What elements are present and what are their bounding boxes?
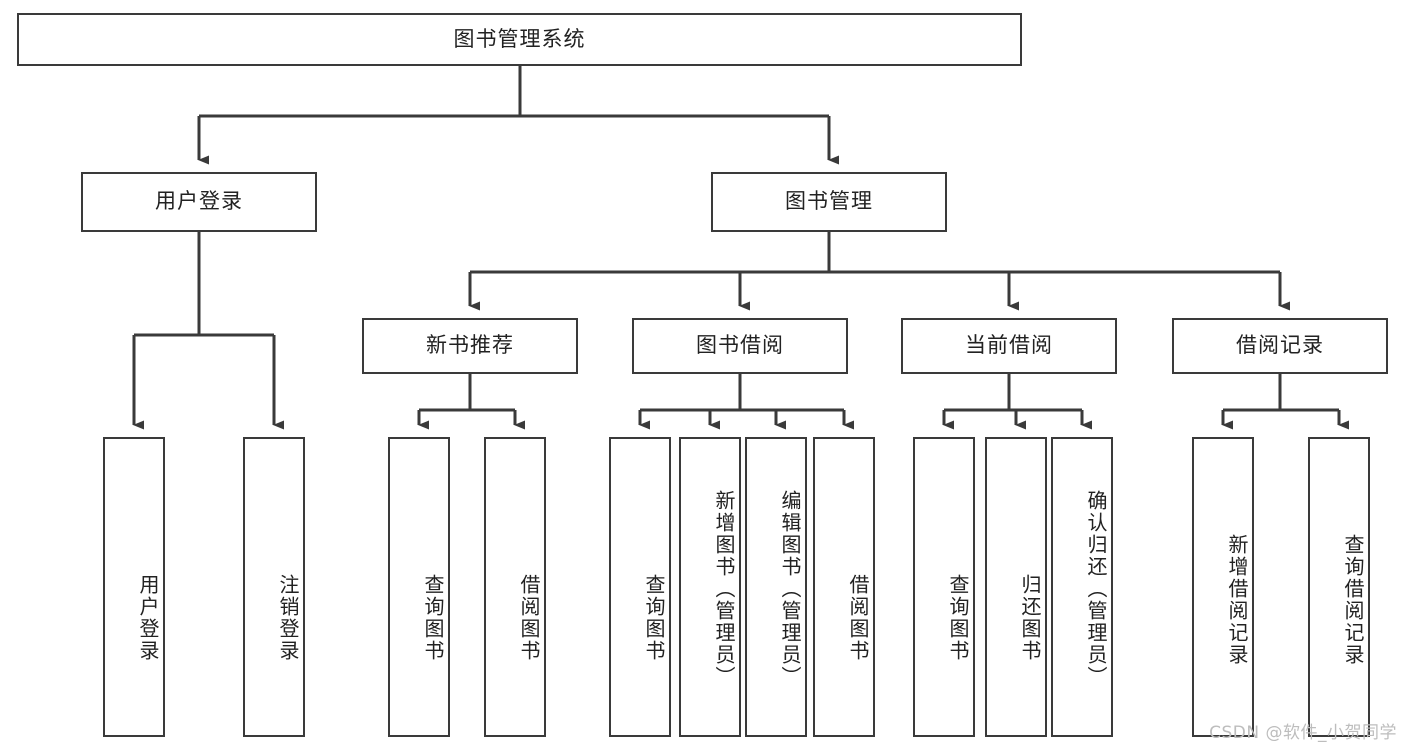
node-book-management-label: 图书管理	[785, 189, 873, 214]
leaf-confirm-return-admin-label: 确认归还（管理员）	[1084, 490, 1108, 688]
leaf-borrow-book[interactable]: 借阅图书	[813, 437, 875, 737]
leaf-user-logout[interactable]: 注销登录	[243, 437, 305, 737]
leaf-query-book-recommend-label: 查询图书	[421, 574, 445, 662]
leaf-borrow-book-recommend[interactable]: 借阅图书	[484, 437, 546, 737]
leaf-query-book-current[interactable]: 查询图书	[913, 437, 975, 737]
leaf-borrow-book-label: 借阅图书	[846, 574, 870, 662]
node-root[interactable]: 图书管理系统	[17, 13, 1022, 66]
leaf-edit-book-admin-label: 编辑图书（管理员）	[778, 490, 802, 688]
leaf-return-book-label: 归还图书	[1018, 574, 1042, 662]
leaf-query-borrow-record-label: 查询借阅记录	[1341, 534, 1365, 666]
node-new-book-recommend[interactable]: 新书推荐	[362, 318, 578, 374]
leaf-borrow-book-recommend-label: 借阅图书	[517, 574, 541, 662]
node-current-borrow[interactable]: 当前借阅	[901, 318, 1117, 374]
node-borrow-record-label: 借阅记录	[1236, 333, 1324, 358]
leaf-add-book-admin-label: 新增图书（管理员）	[712, 490, 736, 688]
leaf-query-book-recommend[interactable]: 查询图书	[388, 437, 450, 737]
node-user-login-label: 用户登录	[155, 189, 243, 214]
edge-group-book-manage	[468, 232, 1290, 311]
edge-group-borrow	[638, 374, 854, 430]
edge-group-root	[197, 66, 839, 165]
leaf-query-borrow-record[interactable]: 查询借阅记录	[1308, 437, 1370, 737]
edge-group-user-login	[132, 232, 284, 430]
node-borrow-record[interactable]: 借阅记录	[1172, 318, 1388, 374]
node-root-label: 图书管理系统	[453, 26, 586, 51]
leaf-add-borrow-record-label: 新增借阅记录	[1225, 534, 1249, 666]
leaf-user-login[interactable]: 用户登录	[103, 437, 165, 737]
node-new-book-recommend-label: 新书推荐	[426, 333, 514, 358]
node-current-borrow-label: 当前借阅	[965, 333, 1053, 358]
leaf-user-logout-label: 注销登录	[276, 574, 300, 662]
leaf-user-login-label: 用户登录	[136, 574, 160, 662]
node-book-management[interactable]: 图书管理	[711, 172, 947, 232]
node-book-borrow[interactable]: 图书借阅	[632, 318, 848, 374]
edge-group-new-book	[417, 374, 525, 430]
leaf-query-book[interactable]: 查询图书	[609, 437, 671, 737]
leaf-add-book-admin[interactable]: 新增图书（管理员）	[679, 437, 741, 737]
edge-group-current-borrow	[942, 374, 1092, 430]
leaf-query-book-label: 查询图书	[642, 574, 666, 662]
leaf-query-book-current-label: 查询图书	[946, 574, 970, 662]
node-user-login[interactable]: 用户登录	[81, 172, 317, 232]
leaf-add-borrow-record[interactable]: 新增借阅记录	[1192, 437, 1254, 737]
csdn-watermark: CSDN @软件_小贺同学	[1209, 723, 1397, 743]
leaf-return-book[interactable]: 归还图书	[985, 437, 1047, 737]
leaf-confirm-return-admin[interactable]: 确认归还（管理员）	[1051, 437, 1113, 737]
leaf-edit-book-admin[interactable]: 编辑图书（管理员）	[745, 437, 807, 737]
edge-group-borrow-record	[1221, 374, 1349, 430]
node-book-borrow-label: 图书借阅	[696, 333, 784, 358]
